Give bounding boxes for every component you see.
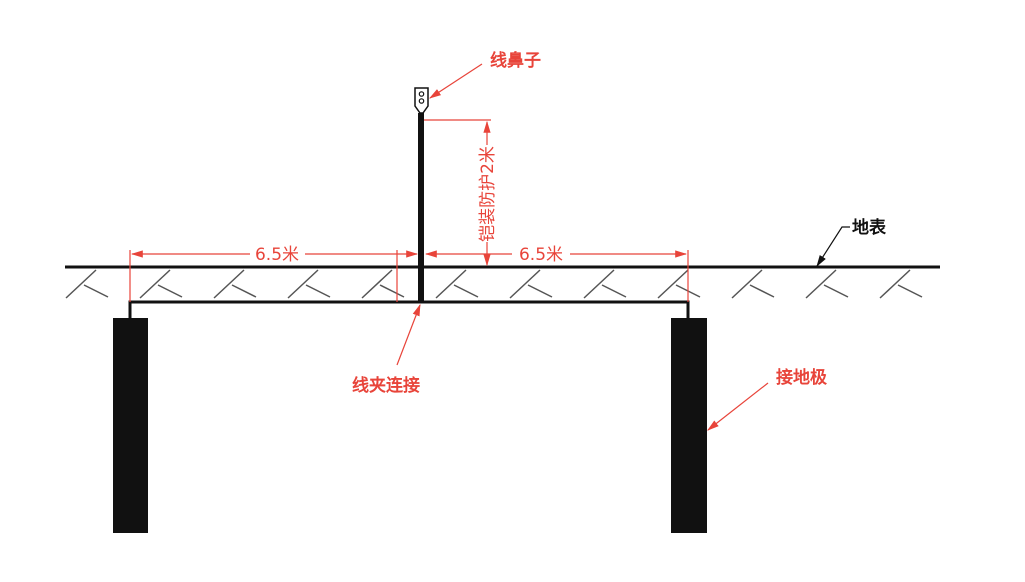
dimension-right <box>424 250 689 302</box>
hatch-stroke <box>453 284 479 298</box>
hatch-stroke <box>731 269 763 299</box>
ground-surface-label: 地表 <box>852 217 887 238</box>
armored-cable <box>418 113 424 303</box>
hatch-stroke <box>361 269 393 299</box>
hatch-stroke <box>157 284 183 298</box>
cable-lug-leader <box>428 63 483 99</box>
ground-electrode-left <box>113 318 148 533</box>
hatch-stroke <box>379 284 405 298</box>
hatch-stroke <box>657 269 689 299</box>
hatch-stroke <box>83 284 109 298</box>
hatch-stroke <box>879 269 911 299</box>
dimension-armor <box>424 119 491 267</box>
clamp-connection-label: 线夹连接 <box>352 375 420 396</box>
hatch-stroke <box>601 284 627 298</box>
cable-lug <box>414 87 429 114</box>
ground-surface-leader <box>816 226 850 268</box>
buried-conductor <box>128 300 690 318</box>
cable-lug-label: 线鼻子 <box>490 50 541 71</box>
right-spacing-label: 6.5米 <box>519 245 563 265</box>
armor-protection-label: 铠装防护2米 <box>478 146 498 242</box>
hatch-stroke <box>139 269 171 299</box>
ground-electrode-right <box>671 318 707 533</box>
hatch-stroke <box>583 269 615 299</box>
hatch-stroke <box>305 284 331 298</box>
hatch-stroke <box>435 269 467 299</box>
hatch-stroke <box>231 284 257 298</box>
hatch-stroke <box>823 284 849 298</box>
clamp-connection-leader <box>396 303 421 366</box>
hatch-stroke <box>287 269 319 299</box>
hatch-stroke <box>213 269 245 299</box>
hatch-stroke <box>527 284 553 298</box>
dimension-left <box>129 250 419 302</box>
ground-electrode-leader <box>707 382 769 431</box>
hatch-stroke <box>509 269 541 299</box>
soil-hatching <box>65 269 923 299</box>
hatch-stroke <box>749 284 775 298</box>
ground-electrode-label: 接地极 <box>776 367 827 388</box>
hatch-stroke <box>65 269 97 299</box>
hatch-stroke <box>805 269 837 299</box>
hatch-stroke <box>897 284 923 298</box>
left-spacing-label: 6.5米 <box>255 245 299 265</box>
